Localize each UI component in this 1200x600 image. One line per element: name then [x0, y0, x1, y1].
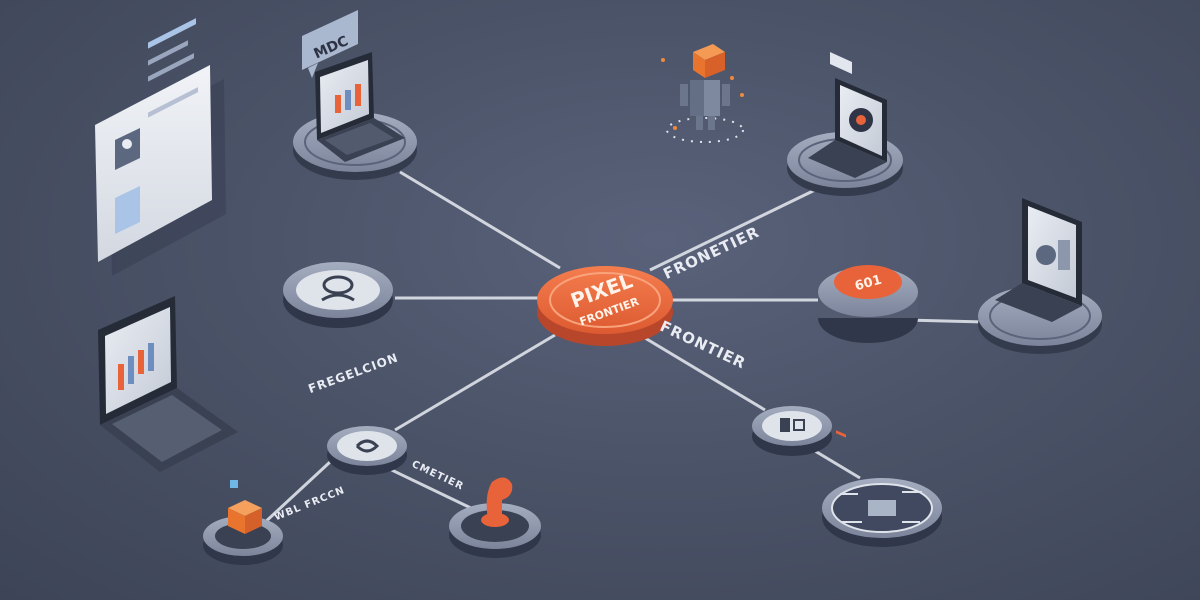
laptop-icon — [808, 78, 887, 178]
node-right[interactable]: 601 — [818, 265, 918, 343]
connector-right-far — [904, 318, 986, 324]
hub-node[interactable]: PIXEL FRONTIER — [537, 266, 673, 346]
label-right-lower: FRONTIER — [657, 317, 749, 372]
profile-card-icon — [95, 18, 226, 276]
cube-icon — [228, 500, 262, 534]
laptop-icon — [315, 52, 405, 162]
connectors — [260, 170, 986, 527]
connector-bottom-left — [394, 333, 556, 432]
connector-top-right — [649, 188, 816, 272]
node-bottom-left[interactable] — [327, 426, 407, 475]
right-badge-text: 601 — [853, 273, 883, 295]
label-bottom-mid: CMETIER — [410, 459, 466, 493]
node-bottom-far-left[interactable] — [203, 480, 283, 565]
node-lower-right[interactable] — [822, 478, 942, 547]
node-left[interactable] — [283, 262, 393, 328]
connector-top-left — [399, 170, 561, 270]
node-top-left[interactable] — [293, 52, 417, 180]
joystick-icon — [481, 477, 513, 527]
document-icon — [780, 418, 805, 432]
connector-lower-right — [809, 446, 861, 480]
node-bottom-mid[interactable] — [449, 477, 541, 558]
link-icon — [355, 439, 380, 453]
mini-sign-icon — [830, 52, 852, 438]
laptop-icon — [98, 296, 238, 472]
connector-bottom-far — [260, 460, 332, 527]
robot-icon — [661, 44, 744, 143]
connector-bottom-right — [639, 333, 766, 412]
node-top-right[interactable] — [787, 52, 903, 438]
laptop-icon — [995, 198, 1082, 322]
node-bottom-right[interactable] — [752, 406, 832, 456]
user-icon — [321, 275, 355, 302]
label-left: FREGELCION — [306, 350, 400, 396]
node-far-right[interactable] — [978, 198, 1102, 354]
label-upper-right: FRONETIER — [660, 223, 762, 283]
